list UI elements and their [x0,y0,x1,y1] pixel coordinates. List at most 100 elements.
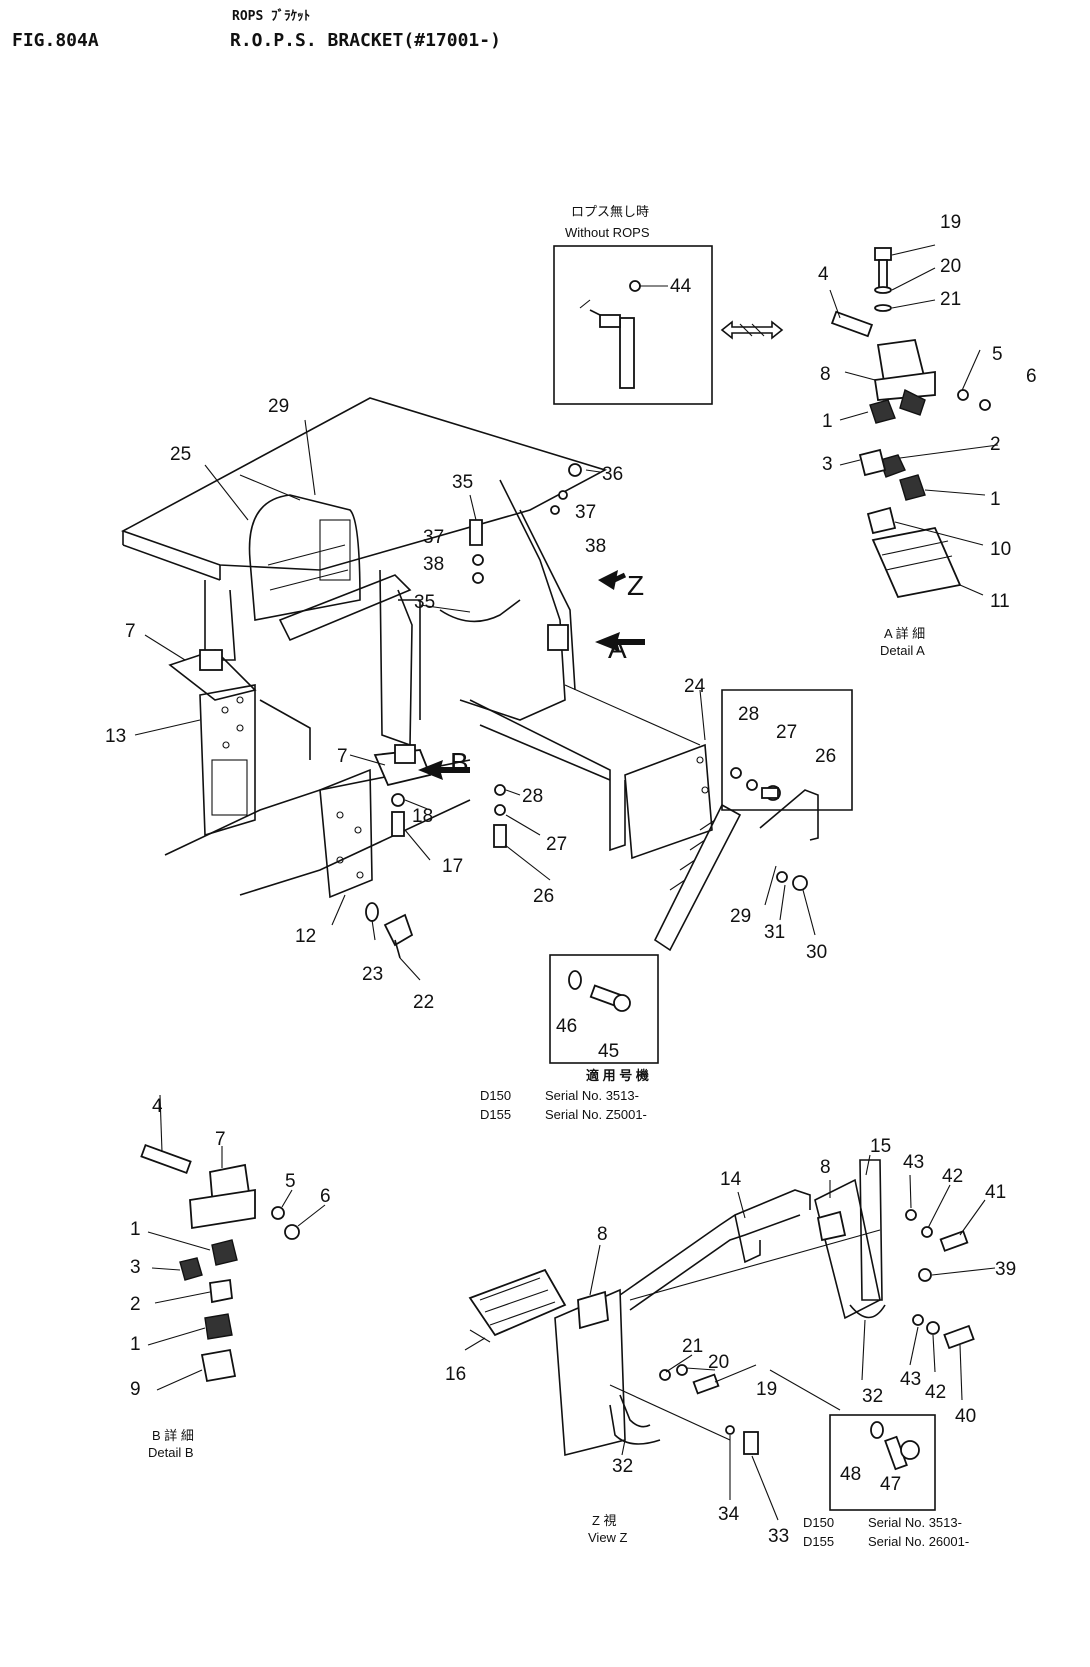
callout: 8 [820,1157,831,1178]
callout: 27 [546,834,567,855]
callout: 1 [130,1334,141,1355]
arrow-b-label: B [450,747,469,778]
callout: 4 [818,264,829,285]
callout: 7 [215,1129,226,1150]
rops-frame-assembly [121,397,713,981]
view-z-jp: Z 視 [592,1513,617,1528]
callout: 43 [900,1369,921,1390]
callout: 8 [597,1224,608,1245]
callout: 6 [320,1186,331,1207]
callout: 7 [125,621,136,642]
callout: 25 [170,444,191,465]
callout: 15 [870,1136,891,1157]
callout: 5 [992,344,1003,365]
title-japanese: ROPS ﾌﾞﾗｹｯﾄ [232,8,310,24]
callout: 38 [423,554,444,575]
detail-a-exploded [829,244,999,599]
callout: 37 [575,502,596,523]
callout: 26 [815,746,836,767]
serial-model: D155 [480,1107,511,1122]
callout: 24 [684,676,706,697]
serial-range: Serial No. 3513- [545,1088,639,1103]
without-rops-caption: Without ROPS [565,225,650,240]
detail-b-caption: Detail B [148,1445,194,1460]
callout: 22 [413,992,434,1013]
callout: 18 [412,806,433,827]
callout: 9 [130,1379,141,1400]
callout: 38 [585,536,606,557]
callout: 46 [556,1016,577,1037]
callout: 31 [764,922,785,943]
callout: 5 [285,1171,296,1192]
callout: 29 [268,396,289,417]
callout: 29 [730,906,751,927]
callout: 14 [720,1169,742,1190]
serial-range: Serial No. 26001- [868,1534,969,1549]
callout: 3 [130,1257,141,1278]
detail-b-jp: B 詳 細 [152,1428,194,1443]
arrow-z-label: Z [627,570,644,601]
callout: 19 [756,1379,777,1400]
callouts-view-z: 15 14 8 8 43 42 41 39 16 21 20 19 32 43 … [445,1136,1016,1547]
page-title: R.O.P.S. BRACKET(#17001-) [230,30,501,51]
callout: 13 [105,726,126,747]
callout: 26 [533,886,554,907]
callouts-main-view: 29 25 7 13 7 12 35 37 38 35 36 37 38 24 … [105,396,836,1062]
callout: 12 [295,926,316,947]
serial-note-1-jp: 適 用 号 機 [586,1068,649,1083]
callout: 1 [822,411,833,432]
detail-b-exploded [140,1094,326,1391]
arrow-a-label: A [608,633,627,664]
callout: 2 [130,1294,141,1315]
callout: 21 [682,1336,703,1357]
without-rops-labels: ロプス無し時 Without ROPS 44 [565,204,692,297]
callout: 43 [903,1152,924,1173]
callout: 40 [955,1406,976,1427]
callout: 42 [925,1382,946,1403]
callout: 34 [718,1504,740,1525]
callout: 35 [452,472,473,493]
detail-frames [549,245,936,1511]
callout: 28 [738,704,759,725]
callout: 37 [423,527,444,548]
callout: 6 [1026,366,1037,387]
view-z-caption: View Z [588,1530,628,1545]
callout: 32 [612,1456,633,1477]
view-z-exploded [464,1154,996,1521]
without-rops-jp: ロプス無し時 [571,204,649,219]
detail-a-jp: A 詳 細 [884,626,925,641]
callout: 33 [768,1526,789,1547]
callout: 27 [776,722,797,743]
callout: 11 [990,591,1010,612]
callout: 17 [442,856,463,877]
callout: 20 [940,256,961,277]
serial-note-2: D150 Serial No. 3513- D155 Serial No. 26… [803,1515,969,1549]
callout: 36 [602,464,623,485]
callout: 2 [990,434,1001,455]
serial-model: D150 [803,1515,834,1530]
detail-a-caption: Detail A [880,643,925,658]
callout: 1 [130,1219,141,1240]
callout: 44 [670,276,692,297]
callout: 16 [445,1364,466,1385]
serial-range: Serial No. 3513- [868,1515,962,1530]
callout: 7 [337,746,348,767]
view-arrows: A B Z [418,570,645,780]
callout: 45 [598,1041,619,1062]
figure-number: FIG.804A [12,30,99,51]
callout: 30 [806,942,827,963]
callout: 42 [942,1166,963,1187]
serial-model: D150 [480,1088,511,1103]
callout: 39 [995,1259,1016,1280]
callout: 48 [840,1464,861,1485]
callout: 32 [862,1386,883,1407]
callout: 28 [522,786,543,807]
callout: 19 [940,212,961,233]
callout: 3 [822,454,833,475]
callout: 41 [985,1182,1006,1203]
callout: 23 [362,964,383,985]
callout: 21 [940,289,961,310]
callout: 35 [414,592,435,613]
